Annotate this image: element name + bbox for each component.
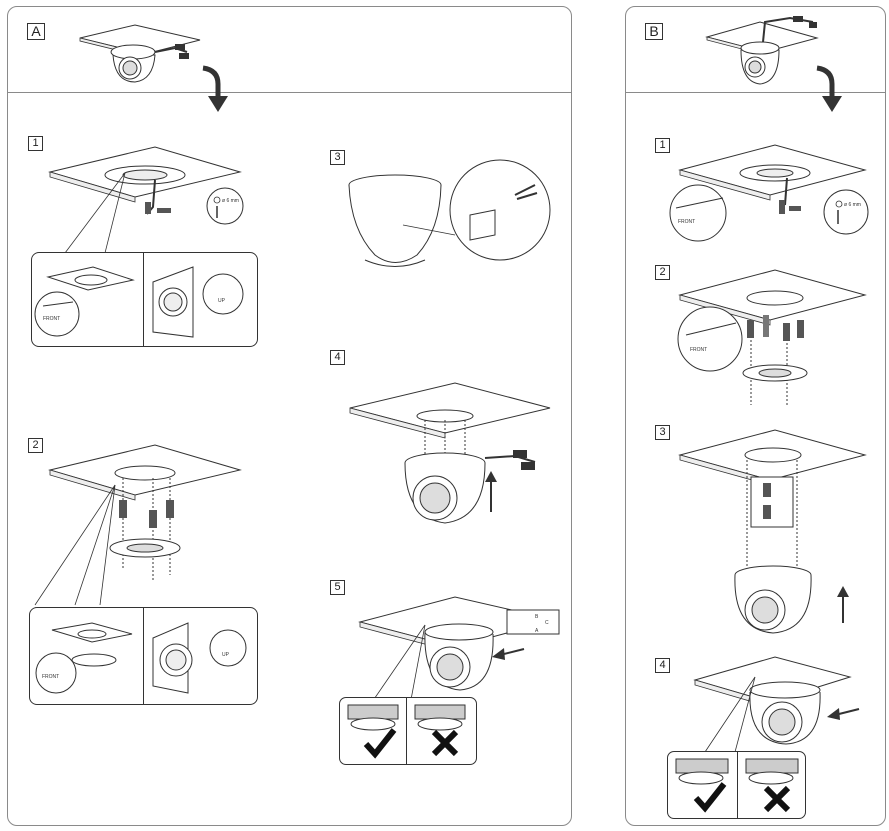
detail-up-mark-a2: UP bbox=[152, 622, 247, 694]
step-a1-ceiling-drill bbox=[48, 146, 242, 215]
panel-b-header-divider bbox=[625, 92, 885, 93]
svg-text:FRONT: FRONT bbox=[43, 316, 60, 322]
wrong-position-b4 bbox=[745, 758, 799, 785]
front-callout-b1: FRONT bbox=[669, 184, 727, 242]
leader-lines-a5 bbox=[369, 624, 426, 706]
step-b4-camera-adjust bbox=[693, 656, 852, 745]
arrow-up-icon bbox=[485, 471, 497, 512]
svg-text:ø 6 mm: ø 6 mm bbox=[844, 202, 861, 208]
drill-size-callout-a1: ø 6 mm bbox=[206, 187, 244, 225]
svg-text:B: B bbox=[535, 614, 539, 620]
panel-a-step-2-label: 2 bbox=[28, 438, 43, 453]
panel-b-step-1-label: 1 bbox=[655, 138, 670, 153]
svg-text:FRONT: FRONT bbox=[678, 219, 695, 225]
arrow-left-icon bbox=[492, 648, 525, 660]
check-mark-icon bbox=[363, 728, 397, 759]
arrow-left-icon bbox=[827, 708, 860, 720]
svg-text:ø 6 mm: ø 6 mm bbox=[222, 198, 239, 204]
cross-mark-icon bbox=[431, 729, 459, 757]
header-ceiling-camera-a bbox=[79, 24, 201, 83]
panel-b-step-4-label: 4 bbox=[655, 658, 670, 673]
svg-text:UP: UP bbox=[218, 298, 226, 304]
leader-lines-a1 bbox=[64, 172, 126, 254]
arrow-down-icon bbox=[816, 65, 842, 112]
detail-divider-a2 bbox=[143, 607, 144, 704]
svg-text:FRONT: FRONT bbox=[690, 347, 707, 353]
panel-a-label: A bbox=[27, 23, 45, 40]
correct-position-b4 bbox=[675, 758, 729, 785]
leader-lines-b4 bbox=[704, 676, 756, 753]
step-a5-camera-adjust: B C A bbox=[358, 596, 560, 691]
panel-b-step-2-label: 2 bbox=[655, 265, 670, 280]
svg-text:C: C bbox=[545, 620, 549, 626]
step-b3-camera-mount bbox=[678, 429, 867, 634]
arrow-down-icon bbox=[202, 65, 228, 112]
check-mark-icon bbox=[693, 782, 727, 813]
panel-a-header-divider bbox=[7, 92, 571, 93]
step-b2-ceiling-screws bbox=[678, 269, 867, 405]
detail-front-mark-a1: FRONT bbox=[34, 266, 135, 337]
step-a4-camera-mount bbox=[349, 382, 551, 524]
wrong-position-a5 bbox=[414, 704, 466, 731]
arrow-up-icon bbox=[837, 586, 849, 623]
svg-text:UP: UP bbox=[222, 652, 230, 658]
detail-divider-a1 bbox=[143, 252, 144, 346]
panel-a-step-5-label: 5 bbox=[330, 580, 345, 595]
front-callout-b2: FRONT bbox=[677, 306, 743, 372]
drill-size-callout-b1: ø 6 mm bbox=[823, 189, 869, 235]
check-divider-b4 bbox=[737, 751, 738, 818]
correct-position-a5 bbox=[347, 704, 399, 731]
panel-b-label: B bbox=[645, 23, 663, 40]
header-ceiling-camera-b bbox=[705, 16, 819, 85]
step-a3-dome-cover bbox=[348, 159, 551, 267]
panel-a-step-3-label: 3 bbox=[330, 150, 345, 165]
detail-front-mark-a2: FRONT bbox=[35, 622, 133, 694]
panel-a-step-1-label: 1 bbox=[28, 136, 43, 151]
svg-text:FRONT: FRONT bbox=[42, 674, 59, 680]
svg-text:A: A bbox=[535, 628, 539, 634]
panel-a-step-4-label: 4 bbox=[330, 350, 345, 365]
leader-lines-a2 bbox=[34, 484, 116, 606]
check-divider-a5 bbox=[406, 697, 407, 764]
cross-mark-icon bbox=[763, 785, 791, 813]
panel-b-step-3-label: 3 bbox=[655, 425, 670, 440]
step-b1-ceiling-drill bbox=[678, 144, 867, 214]
detail-up-mark-a1: UP bbox=[152, 266, 244, 338]
